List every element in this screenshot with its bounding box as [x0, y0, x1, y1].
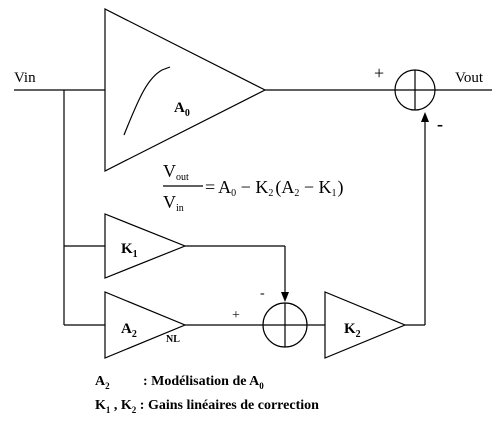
- formula-denominator: Vin: [163, 192, 184, 214]
- k1-arrowhead-icon: [281, 292, 289, 302]
- k1-amplifier: [104, 213, 187, 279]
- a2-amplifier: [104, 291, 187, 359]
- feedback-arrowhead-icon: [421, 112, 429, 122]
- legend-line-2: K1 , K2 : Gains linéaires de correction: [95, 398, 319, 415]
- k1-amp-label: K1: [121, 241, 138, 260]
- input-label: Vin: [14, 70, 36, 86]
- formula-numerator: Vout: [163, 161, 189, 183]
- legend-line-1: A2: Modélisation de A0: [95, 374, 264, 391]
- main-amp-label: A0: [174, 100, 190, 119]
- output-sum-minus-sign: -: [437, 114, 443, 134]
- a2-amp-label: A2: [121, 321, 137, 340]
- formula-rhs: =A0 − K2(A2 − K1): [205, 177, 343, 199]
- k2-amp-label: K2: [344, 321, 361, 340]
- a2-nl-tag: NL: [166, 334, 180, 345]
- k2-amplifier: [324, 291, 407, 359]
- middle-sum-minus-sign: -: [260, 286, 265, 301]
- transfer-formula: Vout Vin =A0 − K2(A2 − K1): [163, 161, 343, 214]
- output-sum-plus-sign: +: [374, 63, 384, 83]
- main-amplifier: [104, 8, 267, 172]
- middle-sum-plus-sign: +: [232, 308, 240, 323]
- legend: A2: Modélisation de A0 K1 , K2 : Gains l…: [95, 374, 319, 415]
- output-label: Vout: [455, 70, 484, 86]
- nonlinear-curve-icon: [123, 66, 171, 136]
